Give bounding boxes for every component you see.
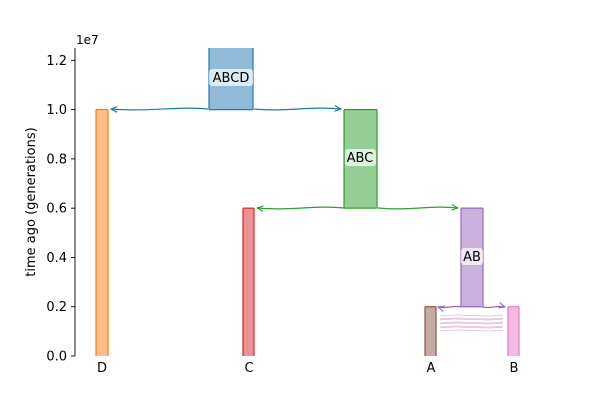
migration-lines (439, 314, 504, 332)
deme-bar-b (508, 306, 519, 356)
y-axis-label: time ago (generations) (24, 127, 39, 276)
deme-label-abcd: ABCD (213, 71, 250, 86)
migration-line (439, 325, 504, 328)
migration-line (439, 318, 504, 321)
deme-label-ab: AB (463, 250, 481, 265)
migration-line (439, 321, 504, 324)
deme-label-abc: ABC (347, 151, 374, 166)
y-tick-label: 1.2 (46, 54, 67, 69)
y-tick-label: 1.0 (46, 103, 67, 118)
deme-bar-c (243, 208, 254, 356)
split-arrow-abcd-to-abc (253, 108, 341, 110)
migration-line (439, 329, 504, 332)
x-tick-label-a: A (427, 361, 436, 376)
deme-labels: ABCD ABC AB (209, 69, 483, 265)
split-arrow-ab-to-b (482, 306, 505, 307)
split-arrows (111, 108, 505, 307)
x-tick-label-b: B (510, 361, 519, 376)
y-tick-label: 0.0 (46, 350, 67, 365)
x-tick-label-c: C (244, 361, 253, 376)
y-ticks: 0.0 0.2 0.4 0.6 0.8 1.0 1.2 (46, 54, 75, 365)
split-arrow-abcd-to-d (111, 108, 209, 110)
split-arrow-abc-to-ab (377, 207, 458, 209)
deme-bar-d (96, 109, 108, 356)
x-tick-label-d: D (97, 361, 107, 376)
deme-bars (95, 48, 520, 356)
migration-line (439, 322, 504, 325)
split-arrow-abc-to-c (257, 207, 345, 209)
migration-line (439, 326, 504, 329)
migration-line (439, 317, 504, 320)
y-exponent-label: 1e7 (76, 33, 99, 47)
split-arrow-ab-to-a (438, 306, 462, 307)
deme-bar-a (425, 306, 436, 356)
x-ticks: D C A B (97, 361, 518, 376)
y-tick-label: 0.4 (46, 251, 67, 266)
y-tick-label: 0.8 (46, 152, 67, 167)
migration-line (439, 314, 504, 317)
y-tick-label: 0.2 (46, 300, 67, 315)
y-tick-label: 0.6 (46, 202, 67, 217)
